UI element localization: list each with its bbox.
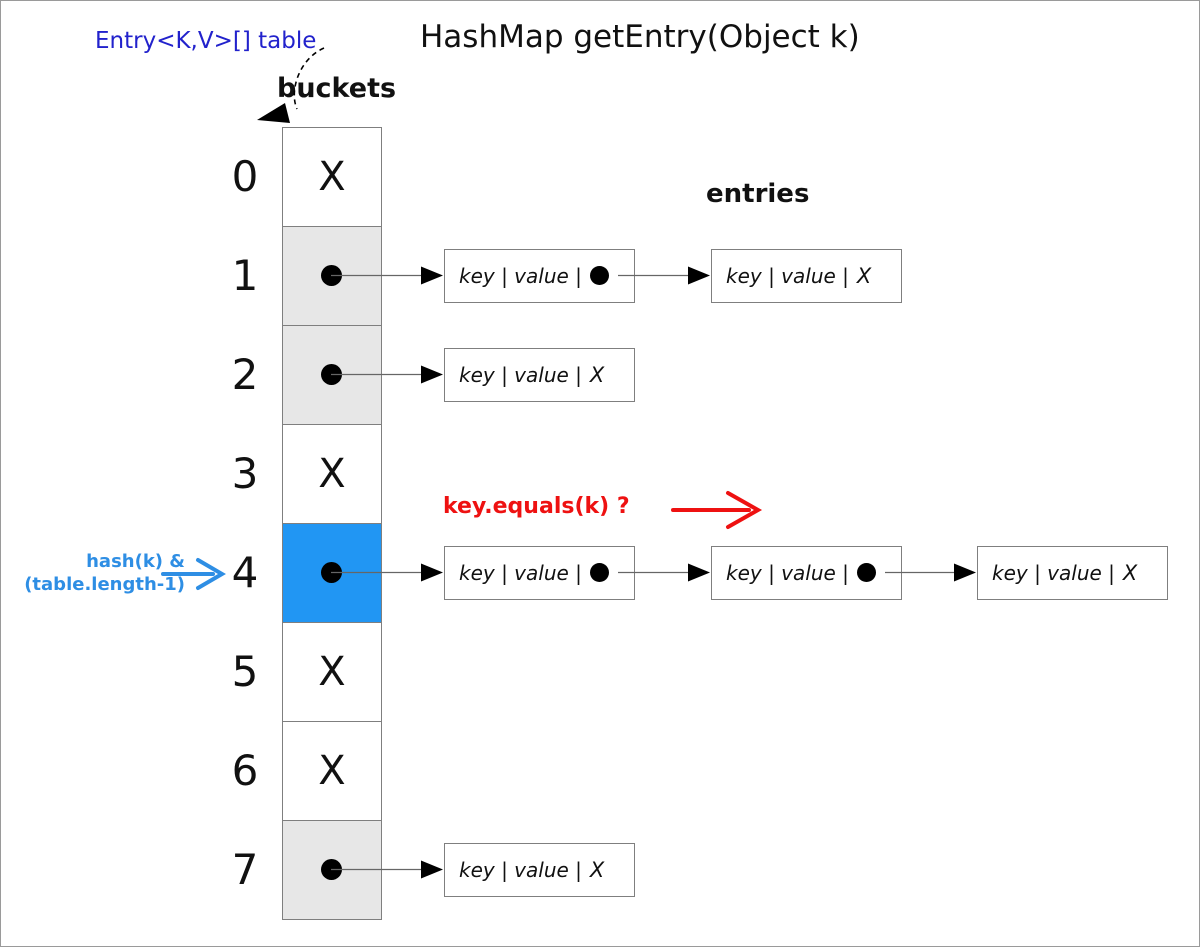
entries-label: entries [706, 179, 810, 209]
bucket-index-label: 3 [231, 449, 259, 498]
entry-node: key | value | [444, 248, 635, 303]
bucket-pointer-dot-icon [320, 364, 342, 385]
bucket-index-label: 4 [231, 548, 259, 597]
hash-function-label: hash(k) & (table.length-1) [9, 550, 185, 596]
hash-function-line1: hash(k) & [86, 551, 185, 572]
entry-node: key | value | X [711, 248, 902, 303]
table-ref-arrowhead-icon [257, 103, 290, 123]
pointer-arrowhead-icon [688, 266, 710, 285]
hash-function-line2: (table.length-1) [24, 574, 185, 595]
pointer-arrowhead-icon [688, 563, 710, 582]
null-glyph: X [318, 451, 346, 497]
entry-null-glyph: X [589, 362, 605, 387]
null-glyph: X [318, 649, 346, 695]
pointer-arrowhead-icon [421, 365, 443, 384]
pointer-arrowhead-icon [421, 860, 443, 879]
entry-null-glyph: X [856, 263, 872, 288]
pointer-arrowhead-icon [421, 266, 443, 285]
entry-pointer-dot-icon [589, 563, 609, 582]
bucket-index-label: 6 [231, 746, 259, 795]
entry-null-glyph: X [589, 857, 605, 882]
entry-pointer-dot-icon [589, 266, 609, 285]
bucket-index-label: 0 [231, 152, 259, 201]
key-equals-label: key.equals(k) ? [443, 494, 630, 519]
entry-node: key | value | [711, 545, 902, 600]
bucket-pointer-dot-icon [320, 562, 342, 583]
bucket-pointer-dot-icon [320, 265, 342, 286]
entry-node-label: key | value | [459, 560, 582, 585]
bucket-pointer-dot-icon [320, 859, 342, 880]
table-ref-label: Entry<K,V>[] table [95, 28, 317, 54]
entry-node: key | value | X [444, 347, 635, 402]
entry-pointer-dot-icon [856, 563, 876, 582]
entry-node-label: key | value | [726, 560, 849, 585]
pointer-arrowhead-icon [421, 563, 443, 582]
entry-node: key | value | X [977, 545, 1168, 600]
bucket-cell-0: X [282, 127, 382, 227]
bucket-index-label: 2 [231, 350, 259, 399]
entry-node: key | value | [444, 545, 635, 600]
entry-node-label: key | value | [459, 263, 582, 288]
null-glyph: X [318, 748, 346, 794]
bucket-cell-5: X [282, 622, 382, 722]
buckets-label: buckets [277, 73, 397, 104]
entry-node-label: key | value | [992, 560, 1115, 585]
bucket-index-label: 1 [231, 251, 259, 300]
bucket-index-label: 7 [231, 845, 259, 894]
entry-node-label: key | value | [459, 857, 582, 882]
entry-node-label: key | value | [726, 263, 849, 288]
page-title: HashMap getEntry(Object k) [420, 19, 860, 55]
equals-arrow-icon [671, 491, 763, 529]
entry-null-glyph: X [1122, 560, 1138, 585]
pointer-arrowhead-icon [954, 563, 976, 582]
entry-node-label: key | value | [459, 362, 582, 387]
bucket-cell-3: X [282, 424, 382, 524]
bucket-cell-6: X [282, 721, 382, 821]
bucket-index-label: 5 [231, 647, 259, 696]
null-glyph: X [318, 154, 346, 200]
entry-node: key | value | X [444, 842, 635, 897]
